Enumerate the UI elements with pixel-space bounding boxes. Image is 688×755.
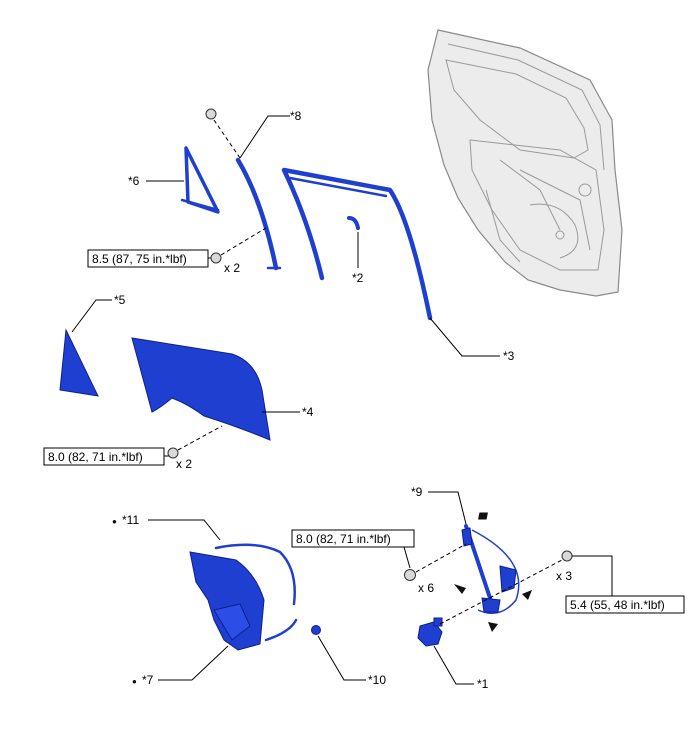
callout-c6: *6 <box>128 174 140 188</box>
leader-c1 <box>433 645 474 685</box>
callout-c4: *4 <box>302 405 314 419</box>
torque-regulator: 8.0 (82, 71 in.*lbf) <box>296 532 391 546</box>
run-channel <box>281 167 433 321</box>
regulator-motor <box>417 617 443 647</box>
callout-c2: *2 <box>352 271 364 285</box>
qty-motor: x 3 <box>556 569 572 583</box>
torque-glass: 8.0 (82, 71 in.*lbf) <box>48 450 143 464</box>
division-bar-bolt <box>210 252 222 264</box>
callout-c9: *9 <box>411 485 423 499</box>
callout-c10: *10 <box>368 673 386 687</box>
torque-motor: 5.4 (55, 48 in.*lbf) <box>570 598 665 612</box>
leader-c11 <box>148 519 221 541</box>
window-regulator <box>461 524 520 615</box>
upper-bolt <box>205 108 217 120</box>
door-shell <box>427 29 623 297</box>
marker-c11: ● <box>112 517 117 526</box>
quarter-glass <box>59 328 99 397</box>
quarter-window-frame <box>180 146 220 214</box>
callout-c11: *11 <box>122 513 139 527</box>
regulator-bolt <box>404 569 416 581</box>
small-seal <box>347 216 360 230</box>
division-bar <box>235 157 282 271</box>
callout-c7: *7 <box>142 673 154 687</box>
callout-c3: *3 <box>503 349 515 363</box>
leader-c9 <box>428 491 467 525</box>
service-hole-cover <box>189 551 265 651</box>
bolt-path-motor <box>439 559 563 625</box>
callout-c1: *1 <box>477 677 489 691</box>
clip <box>311 625 321 635</box>
motor-bolt <box>561 550 573 562</box>
bolt-path-division <box>220 227 267 256</box>
bolt-path-upper <box>213 119 241 159</box>
torque-box-motor <box>565 595 685 614</box>
leader-c5 <box>71 299 112 333</box>
callout-c8: *8 <box>290 109 302 123</box>
bolt-path-regulator <box>415 543 467 573</box>
door-glass <box>131 337 271 441</box>
marker-c7: ● <box>132 677 137 686</box>
bolt-path-glass <box>177 425 223 451</box>
cover-seal <box>214 543 296 606</box>
leader-c10 <box>317 635 366 681</box>
glass-bolt <box>167 447 179 459</box>
qty-regulator: x 6 <box>418 581 434 595</box>
callout-c5: *5 <box>114 293 126 307</box>
qty-upper: x 2 <box>224 261 240 275</box>
torque-upper: 8.5 (87, 75 in.*lbf) <box>92 252 187 266</box>
position-arrows <box>454 512 532 632</box>
leader-c8 <box>239 115 290 159</box>
qty-glass: x 2 <box>176 457 192 471</box>
torque-box-regulator <box>291 529 415 548</box>
leader-c3 <box>429 317 500 357</box>
